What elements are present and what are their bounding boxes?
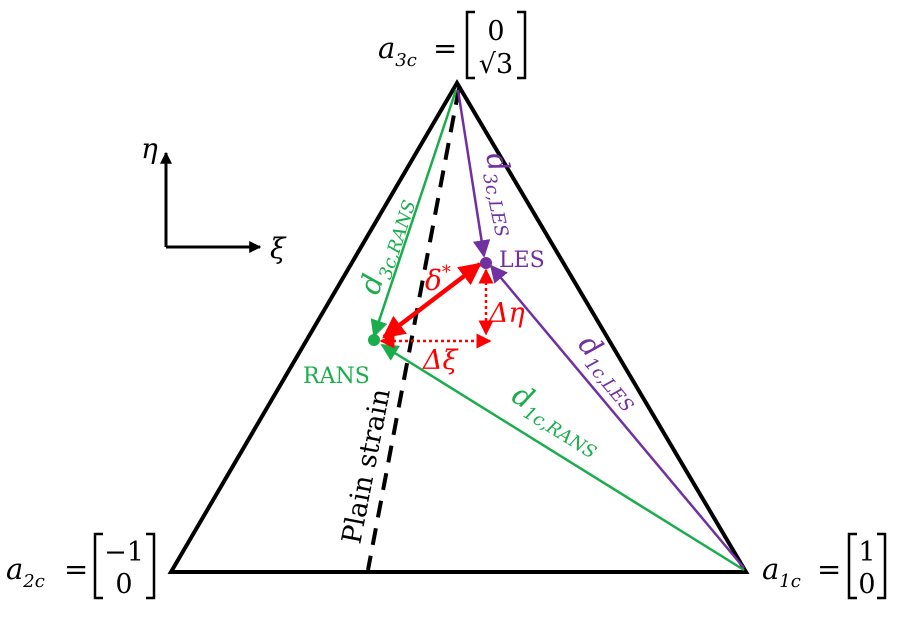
a2c-bottom-value: 0 [115,569,132,600]
a3c-top-value: 0 [487,16,504,47]
a1c-symbol: a [762,552,779,586]
a1c-top-value: 1 [858,537,875,568]
a3c-sub: 3c [395,50,417,71]
svg-text:a3c: a3c [378,31,417,71]
a1c-left-bracket [847,532,857,600]
delta-star-main: δ [425,264,442,297]
a2c-sub: 2c [22,571,45,592]
rans-label: RANS [303,364,370,389]
svg-text:a1c: a1c [762,552,801,592]
eta-axis-label: η [141,132,158,165]
a3c-right-bracket [517,10,527,80]
xi-axis-label: ξ [270,232,287,265]
vertex-a3c-label: a3c = 0 √3 [378,10,527,80]
a1c-right-bracket [877,532,887,600]
barycentric-triangle [167,79,750,574]
les-label: LES [499,248,545,273]
a1c-sub: 1c [779,571,801,592]
vertex-a1c-label: a1c = 1 0 [762,532,887,600]
delta-star-label: δ* [425,262,451,297]
a2c-left-bracket [93,532,103,600]
vertex-a2c-label: a2c = −1 0 [6,532,156,600]
a1c-equals: = [817,552,841,586]
delta-eta-label: Δη [488,298,525,329]
delta-star-sup: * [442,262,451,283]
delta-xi-label: Δξ [422,345,458,376]
a3c-equals: = [433,31,457,65]
rans-point [368,334,380,346]
a3c-bottom-value: √3 [479,49,513,80]
d1c-les-arrow [489,264,745,569]
d1c-rans-arrow [380,343,745,572]
a1c-bottom-value: 0 [858,569,875,600]
delta-star-arrow [382,262,482,339]
a2c-symbol: a [6,552,23,586]
a2c-top-value: −1 [104,537,144,568]
plain-strain-line [366,87,461,571]
a3c-symbol: a [378,31,395,65]
a3c-left-bracket [465,10,475,80]
a2c-right-bracket [146,532,156,600]
svg-text:a2c: a2c [6,552,45,592]
a2c-equals: = [64,552,88,586]
les-point [480,257,492,269]
d3c-les-arrow [456,89,491,258]
d3c-les-sub: 3c,LES [478,171,512,239]
plain-strain-label: Plain strain [336,386,396,546]
